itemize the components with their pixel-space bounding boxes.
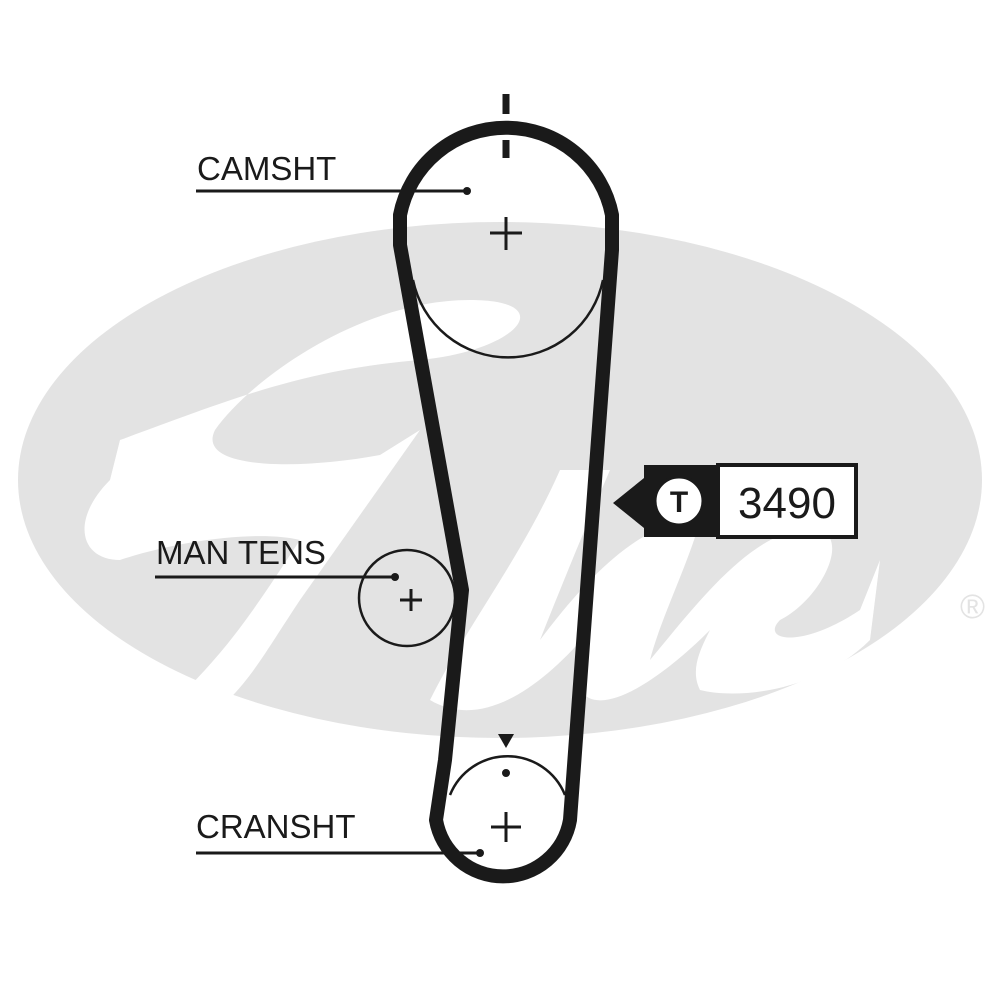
leader-cranshaft-dot xyxy=(476,849,484,857)
logo-ates-stroke xyxy=(430,470,880,711)
crankshaft-timing-arrow xyxy=(498,734,514,748)
part-number-tag: T 3490 xyxy=(613,463,858,539)
camshaft-pulley-arc xyxy=(411,279,605,359)
tag-number-box xyxy=(716,463,858,539)
leader-man-tens-dot xyxy=(391,573,399,581)
camshaft-pulley xyxy=(411,94,605,359)
belt-path xyxy=(393,120,619,884)
leader-camshaft-dot xyxy=(463,187,471,195)
manual-tensioner-pulley xyxy=(357,548,457,648)
label-camshaft: CAMSHT xyxy=(197,150,336,187)
label-cranshaft: CRANSHT xyxy=(196,808,356,845)
labels: CAMSHT MAN TENS CRANSHT xyxy=(155,150,484,857)
label-man-tens: MAN TENS xyxy=(156,534,326,571)
tensioner-circle xyxy=(357,548,457,648)
registered-mark: ® xyxy=(960,588,985,626)
logo-g-stroke xyxy=(84,300,521,720)
timing-belt xyxy=(393,120,619,884)
tag-part-number: 3490 xyxy=(738,479,836,528)
crankshaft-pulley xyxy=(448,734,567,842)
T-circle-icon xyxy=(653,475,705,527)
gates-logo-watermark: ® xyxy=(18,222,985,738)
crankshaft-pulley-arc xyxy=(448,755,567,796)
tag-icon-letter: T xyxy=(670,486,688,519)
crankshaft-timing-dot xyxy=(502,769,510,777)
